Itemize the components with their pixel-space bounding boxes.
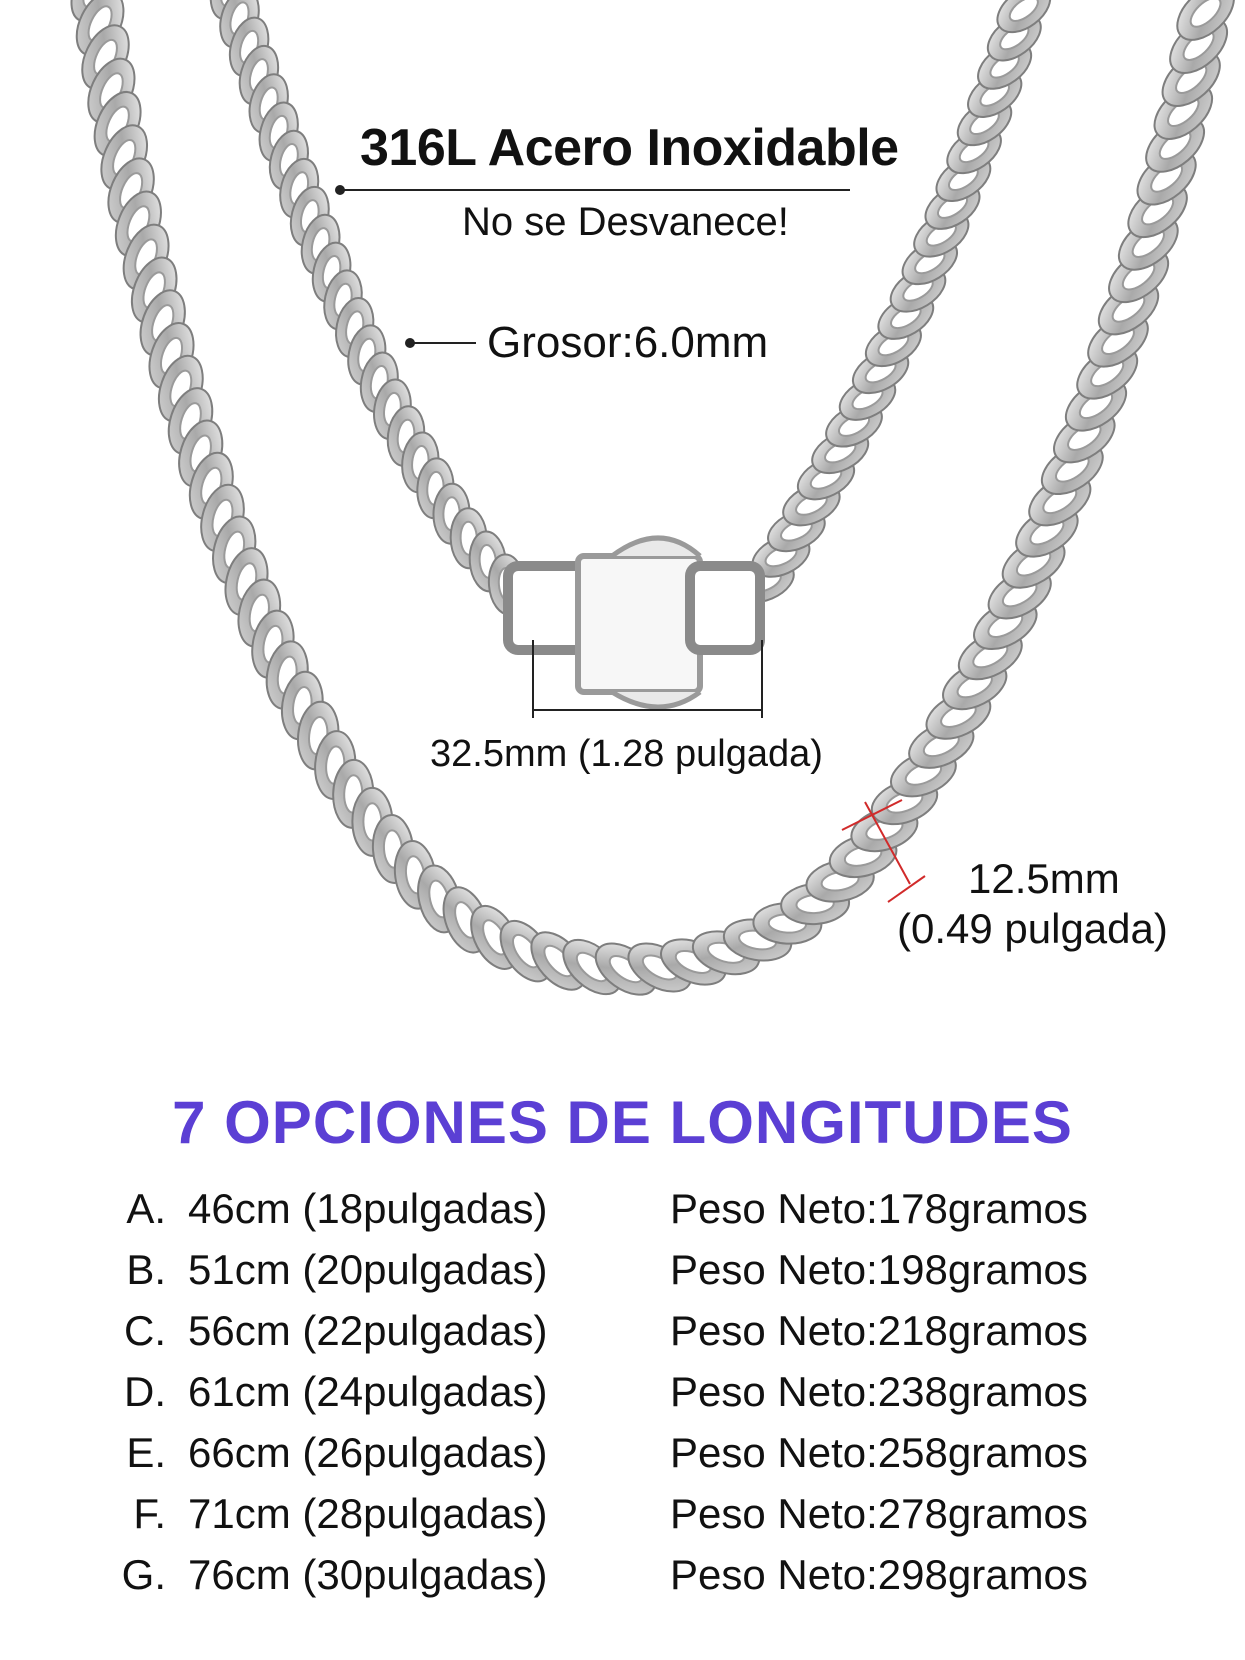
length-options-heading: 7 OPCIONES DE LONGITUDES (172, 1089, 1073, 1156)
chain-link (996, 0, 1052, 34)
option-weight: Peso Neto:198gramos (670, 1246, 1088, 1293)
option-row: C. 56cm (22pulgadas) Peso Neto:218gramos (0, 1307, 1245, 1368)
option-row: D. 61cm (24pulgadas) Peso Neto:238gramos (0, 1368, 1245, 1429)
chain-link (1176, 0, 1235, 41)
outer-chain-strand (70, 0, 1235, 996)
thickness-callout: Grosor:6.0mm (487, 318, 769, 367)
link-width-callout: 12.5mm (968, 855, 1120, 902)
option-length: 76cm (30pulgadas) (188, 1551, 548, 1598)
option-letter: G. (121, 1551, 166, 1598)
no-fade-subtitle: No se Desvanece! (462, 200, 789, 244)
option-row: A. 46cm (18pulgadas) Peso Neto:178gramos (0, 1185, 1245, 1246)
option-row: F. 71cm (28pulgadas) Peso Neto:278gramos (0, 1490, 1245, 1551)
option-weight: Peso Neto:178gramos (670, 1185, 1088, 1232)
option-length: 71cm (28pulgadas) (188, 1490, 548, 1537)
material-title: 316L Acero Inoxidable (360, 119, 899, 177)
option-length: 66cm (26pulgadas) (188, 1429, 548, 1476)
option-letter: D. (124, 1368, 166, 1415)
option-weight: Peso Neto:298gramos (670, 1551, 1088, 1598)
chain-necklace-illustration (70, 0, 1235, 996)
option-letter: B. (126, 1246, 166, 1293)
option-length: 61cm (24pulgadas) (188, 1368, 548, 1415)
option-letter: A. (126, 1185, 166, 1232)
inner-chain-strand (209, 0, 1052, 616)
option-letter: C. (124, 1307, 166, 1354)
option-weight: Peso Neto:278gramos (670, 1490, 1088, 1537)
option-weight: Peso Neto:218gramos (670, 1307, 1088, 1354)
length-options-list: A. 46cm (18pulgadas) Peso Neto:178gramos B… (0, 1185, 1245, 1612)
option-weight: Peso Neto:258gramos (670, 1429, 1088, 1476)
option-row: G. 76cm (30pulgadas) Peso Neto:298gramos (0, 1551, 1245, 1612)
option-letter: E. (126, 1429, 166, 1476)
option-letter: F. (133, 1490, 166, 1537)
link-width-inches-callout: (0.49 pulgada) (897, 905, 1168, 952)
clasp-size-callout: 32.5mm (1.28 pulgada) (430, 733, 823, 775)
clasp (503, 535, 765, 710)
option-row: B. 51cm (20pulgadas) Peso Neto:198gramos (0, 1246, 1245, 1307)
option-length: 46cm (18pulgadas) (188, 1185, 548, 1232)
option-row: E. 66cm (26pulgadas) Peso Neto:258gramos (0, 1429, 1245, 1490)
option-weight: Peso Neto:238gramos (670, 1368, 1088, 1415)
option-length: 51cm (20pulgadas) (188, 1246, 548, 1293)
option-length: 56cm (22pulgadas) (188, 1307, 548, 1354)
